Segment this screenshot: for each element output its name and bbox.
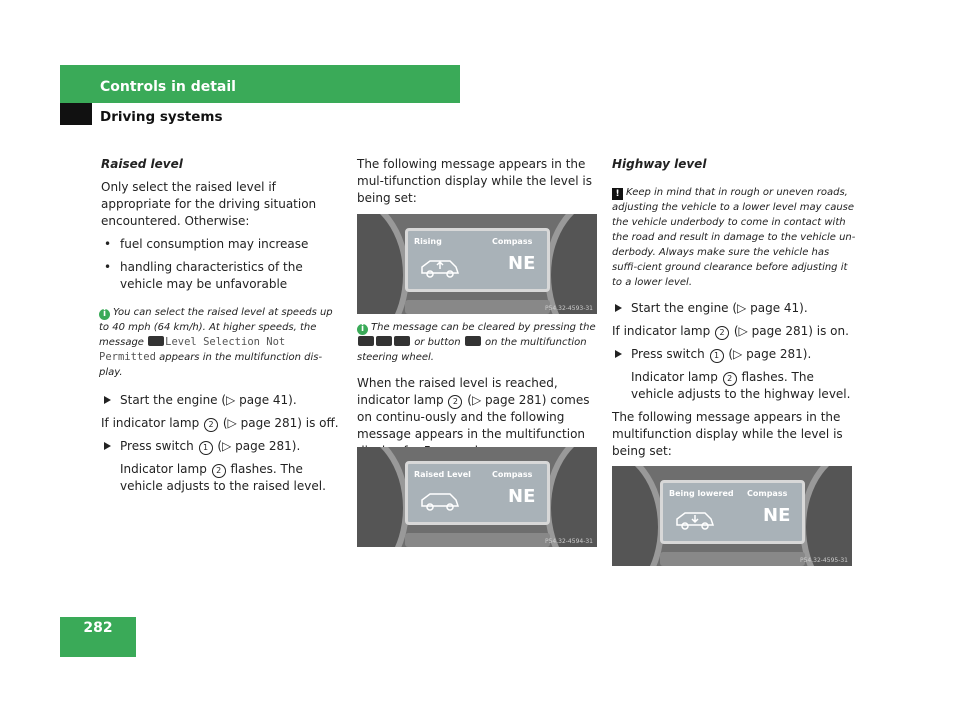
heading-raised-level: Raised level (101, 157, 183, 171)
column-1: Raised level Only select the raised leve… (99, 156, 341, 495)
step-press-switch: Press switch 1 (▷ page 281). (612, 346, 857, 363)
circled-number-2: 2 (211, 464, 226, 478)
section-title: Controls in detail (100, 79, 236, 95)
step-start-engine: Start the engine (▷ page 41). (612, 300, 857, 317)
column-2: The following message appears in the mul… (357, 156, 599, 207)
circled-number-2: 2 (448, 395, 463, 409)
bullet-item: handling characteristics of the vehicle … (101, 259, 341, 293)
circled-number-1: 1 (709, 349, 724, 363)
down-button-icon (464, 336, 481, 346)
condition: If indicator lamp 2 (▷ page 281) is off. (101, 416, 339, 432)
car-lowering-icon (676, 512, 715, 530)
paragraph: The following message appears in the mul… (357, 157, 592, 205)
condition: If indicator lamp 2 (▷ page 281) is on. (612, 324, 849, 340)
circled-number-2: 2 (204, 418, 219, 432)
display-rising: Rising Compass NE P54.32-4593-31 (357, 214, 597, 314)
header-band (60, 65, 460, 103)
multifunction-screen: Raised Level Compass NE (405, 461, 550, 525)
warning-icon: ! (612, 188, 623, 200)
up-button-icon (394, 336, 410, 346)
vehicle-level-icon (148, 336, 165, 346)
subsection-title: Driving systems (100, 109, 223, 125)
info-icon: i (357, 324, 368, 335)
heading-highway-level: Highway level (612, 157, 707, 171)
header-marker (60, 103, 92, 125)
column-3: Highway level !Keep in mind that in roug… (612, 156, 857, 460)
display-being-lowered: Being lowered Compass NE P54.32-4595-31 (612, 466, 852, 566)
warning-note: !Keep in mind that in rough or uneven ro… (612, 187, 856, 288)
paragraph: The following message appears in the mul… (612, 410, 843, 458)
left-button-icon (358, 336, 374, 346)
step-press-switch: Press switch 1 (▷ page 281). (101, 438, 341, 455)
circled-number-2: 2 (722, 372, 737, 386)
page-number-box (60, 617, 136, 657)
result: Indicator lamp 2 flashes. The vehicle ad… (631, 370, 851, 401)
multifunction-screen: Rising Compass NE (405, 228, 550, 292)
right-button-icon (376, 336, 392, 346)
bullet-item: fuel consumption may increase (101, 236, 341, 253)
circled-number-2: 2 (715, 326, 730, 340)
multifunction-screen: Being lowered Compass NE (660, 480, 805, 544)
display-raised-level: Raised Level Compass NE P54.32-4594-31 (357, 447, 597, 547)
car-raising-icon (421, 260, 460, 278)
step-start-engine: Start the engine (▷ page 41). (101, 392, 341, 409)
page-number: 282 (83, 620, 113, 636)
circled-number-1: 1 (198, 441, 213, 455)
car-icon (421, 493, 460, 511)
info-icon: i (99, 309, 110, 320)
result: Indicator lamp 2 flashes. The vehicle ad… (120, 462, 326, 493)
paragraph: Only select the raised level if appropri… (101, 180, 317, 228)
